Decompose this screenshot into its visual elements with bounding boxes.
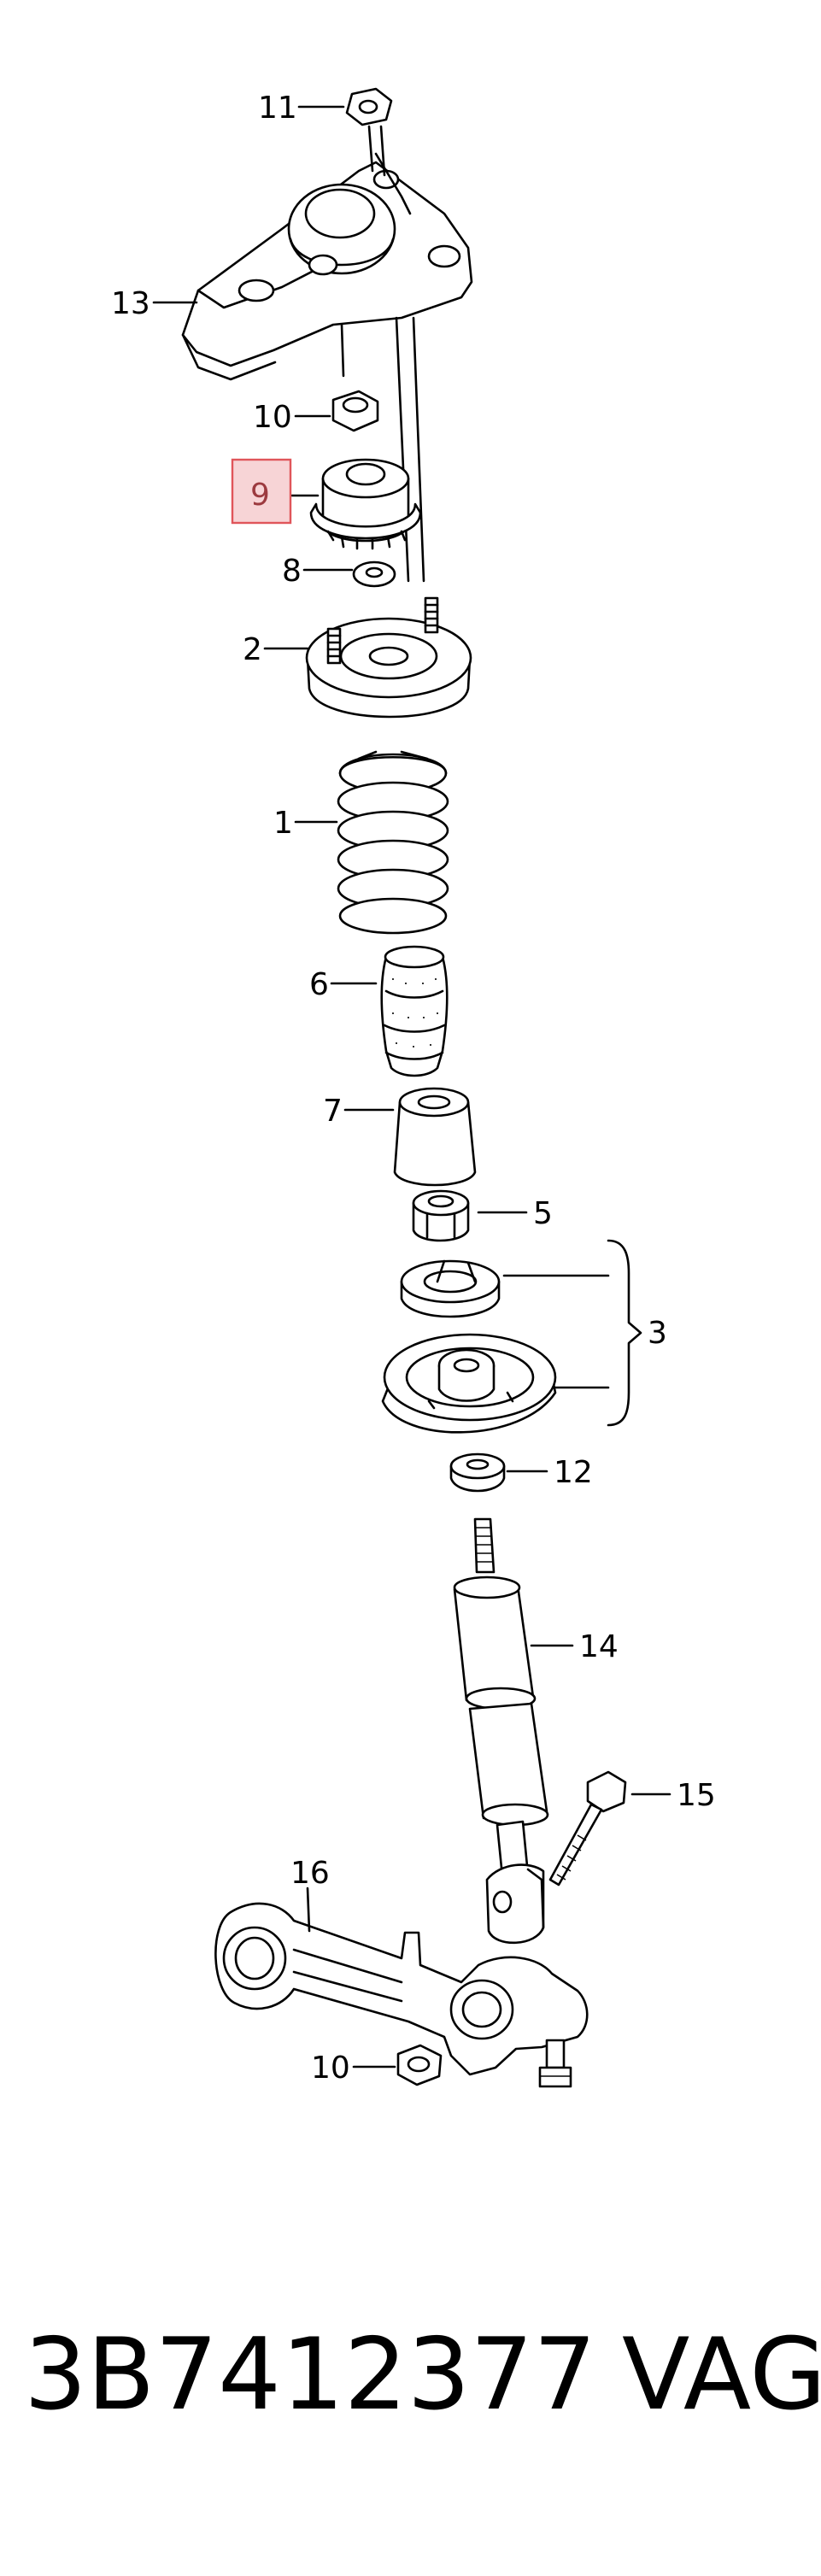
highlight-box (231, 458, 292, 525)
part-1-coil-spring (337, 750, 449, 935)
callout-7: 7 (323, 1094, 343, 1129)
callout-6: 6 (309, 967, 329, 1002)
callout-15: 15 (677, 1778, 716, 1813)
callout-14: 14 (579, 1629, 619, 1664)
piston-rod-lines (340, 316, 425, 583)
part-11-nut (345, 87, 393, 126)
part-7-dust-boot (393, 1087, 477, 1187)
callout-10-lower: 10 (311, 2051, 350, 2086)
part-2-spring-seat (305, 596, 472, 719)
callout-10-upper: 10 (253, 400, 292, 435)
callout-16: 16 (290, 1856, 330, 1891)
part-13-strut-mount (181, 125, 473, 381)
part-5-nut (412, 1189, 470, 1242)
part-12-washer (449, 1452, 506, 1493)
part-3-spring-seat-assembly (381, 1239, 642, 1434)
part-9-mount-bushing (309, 458, 422, 550)
callout-2: 2 (243, 632, 262, 667)
part-16-control-arm (214, 1902, 589, 2088)
footer: 3B7412377 VAG (24, 2315, 821, 2435)
callout-3: 3 (648, 1316, 667, 1351)
part-10-upper-nut (331, 390, 379, 432)
callout-12: 12 (554, 1455, 593, 1490)
callout-11: 11 (258, 91, 297, 126)
callout-8: 8 (282, 554, 302, 589)
part-6-bump-stop (380, 945, 449, 1077)
part-10-lower-nut (396, 2044, 443, 2086)
callout-1: 1 (273, 806, 293, 841)
callout-labels: 11 13 10 9 8 2 1 6 7 5 3 12 14 15 16 10 (111, 91, 716, 2086)
leader-lines (152, 105, 671, 2068)
part-15-bolt (548, 1770, 627, 1887)
callout-5: 5 (533, 1196, 553, 1231)
vendor-name: VAG (622, 2317, 821, 2432)
part-8-washer (352, 560, 396, 588)
callout-9: 9 (250, 478, 270, 513)
part-14-shock-absorber (453, 1517, 549, 1945)
callout-13: 13 (111, 286, 150, 321)
part-number: 3B7412377 (24, 2317, 597, 2432)
